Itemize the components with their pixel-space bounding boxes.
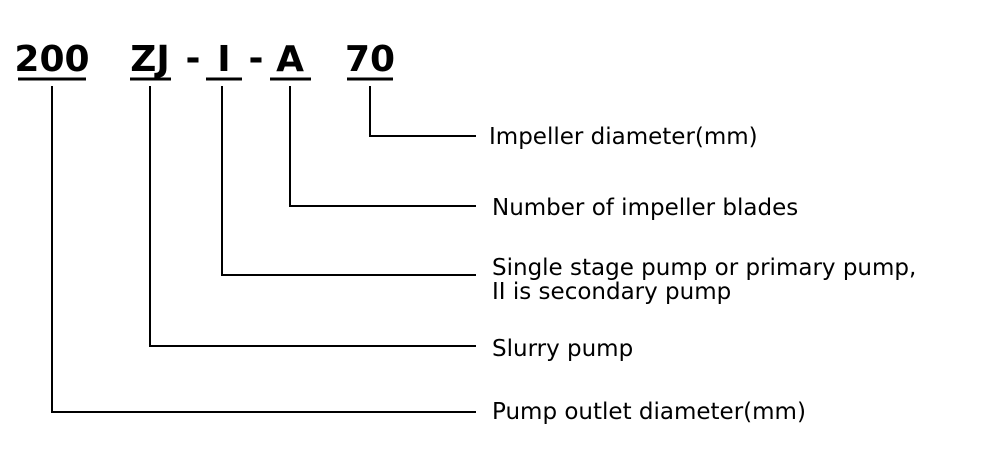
code-segment-outlet: 200 (14, 39, 89, 80)
separator-2: - (249, 38, 264, 79)
code-segment-type: ZJ (130, 39, 170, 80)
leader-line-type (149, 86, 476, 347)
label-impeller-diameter: Impeller diameter(mm) (489, 124, 758, 150)
leader-line-outlet (51, 86, 476, 413)
code-segment-stage: I (217, 39, 230, 80)
code-segment-impeller: 70 (345, 39, 395, 80)
leader-line-impeller (369, 86, 476, 137)
leader-line-blades (289, 86, 476, 207)
leader-line-stage (221, 86, 476, 276)
label-outlet-diameter: Pump outlet diameter(mm) (492, 399, 806, 425)
label-impeller-blades: Number of impeller blades (492, 195, 798, 221)
label-slurry-pump: Slurry pump (492, 336, 633, 362)
code-segment-blades: A (276, 39, 304, 80)
separator-1: - (186, 38, 201, 79)
label-stage-line-1: Single stage pump or primary pump, (492, 255, 916, 281)
label-stage-line-2: II is secondary pump (492, 279, 731, 305)
